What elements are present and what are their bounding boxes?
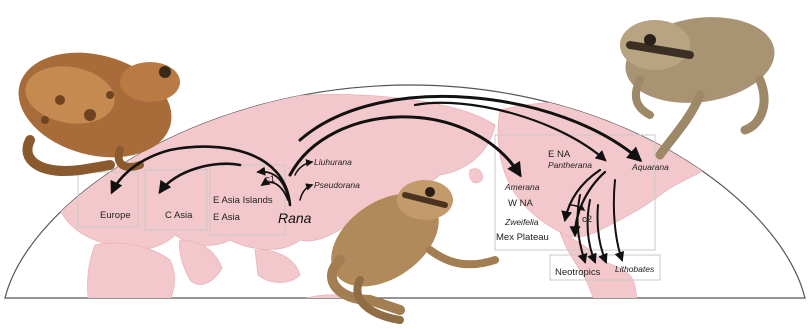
- label-pseudorana: Pseudorana: [314, 180, 360, 190]
- label-c2: c2: [582, 214, 592, 225]
- label-c-asia: C Asia: [165, 210, 193, 221]
- landmass-africa: [88, 243, 175, 329]
- landmass-japan: [470, 169, 483, 183]
- label-c1: c1: [265, 174, 275, 185]
- label-e-asia-islands: E Asia Islands: [213, 195, 273, 206]
- label-lithobates: Lithobates: [615, 264, 655, 274]
- label-aquarana: Aquarana: [631, 162, 669, 172]
- label-rana: Rana: [278, 210, 312, 226]
- label-e-na: E NA: [548, 149, 571, 160]
- label-liuhurana: Liuhurana: [314, 157, 352, 167]
- label-zweifelia: Zweifelia: [504, 217, 539, 227]
- label-mex-plateau: Mex Plateau: [496, 232, 549, 243]
- label-amerana: Amerana: [504, 182, 540, 192]
- label-neotropics: Neotropics: [555, 267, 601, 278]
- label-europe: Europe: [100, 210, 131, 221]
- label-e-asia: E Asia: [213, 212, 241, 223]
- label-w-na: W NA: [508, 198, 533, 209]
- frog-north-america: [620, 8, 780, 155]
- label-pantherana: Pantherana: [548, 160, 592, 170]
